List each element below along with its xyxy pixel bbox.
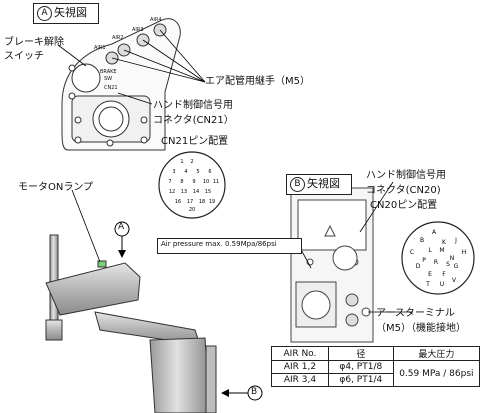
pin-label: 7 <box>168 179 171 185</box>
pointer-b-letter: B <box>251 387 258 397</box>
screw-icons-a <box>68 64 148 147</box>
pin-label: 12 <box>169 189 175 195</box>
cell-diameter: φ4, PT1/8 <box>327 360 394 374</box>
air-fitting-icons-a <box>105 23 167 65</box>
header-max-pressure: 最大圧力 <box>392 346 480 361</box>
air-spec-table: AIR No. 径 最大圧力 AIR 1,2 φ4, PT1/8 0.59 MP… <box>271 346 480 387</box>
motor-lamp-label: モータONランプ <box>18 182 94 193</box>
cell-max-pressure: 0.59 MPa / 86psi <box>392 360 480 387</box>
table-row: AIR 3,4 φ6, PT1/4 <box>271 373 480 387</box>
pin-label: K <box>442 239 447 246</box>
motor-lamp-leader <box>71 189 101 263</box>
cn20-pin-title: CN20ピン配置 <box>370 200 438 211</box>
air-fitting-label: エア配管用継手（M5） <box>205 76 310 87</box>
pin-label: 16 <box>175 199 181 205</box>
pin-label: 11 <box>213 179 219 185</box>
pin-label: R <box>434 259 438 266</box>
pin-label: B <box>420 237 424 244</box>
pin-label: E <box>428 271 432 278</box>
pin-label: 20 <box>189 207 195 213</box>
pin-label: 8 <box>180 179 183 185</box>
pin-label: N <box>450 255 455 262</box>
pointer-a-arrow <box>114 221 130 258</box>
cn21-pin-title: CN21ピン配置 <box>161 136 229 147</box>
pin-label: D <box>416 263 421 270</box>
pin-label: 17 <box>187 199 193 205</box>
pin-label: J <box>454 237 457 244</box>
header-air-no: AIR No. <box>271 346 329 361</box>
air3-label: AIR3 <box>132 27 144 33</box>
cn21-text: CN21 <box>104 85 118 91</box>
view-b-leaders <box>359 181 413 313</box>
earth-terminal-label: アースターミナル （M5）（機能接地） <box>376 308 466 334</box>
robot-arm-drawing <box>45 234 217 413</box>
view-b-panel-drawing <box>290 187 374 343</box>
cell-air-no: AIR 1,2 <box>271 360 329 374</box>
pin-label: 10 <box>203 179 209 185</box>
pin-label: P <box>422 257 426 264</box>
brake-switch-label: ブレーキ解除 スイッチ <box>4 37 64 62</box>
pin-label: 6 <box>208 169 211 175</box>
pin-label: H <box>462 249 467 256</box>
pin-label: 4 <box>184 169 187 175</box>
view-b-title: 矢視図 <box>307 177 340 190</box>
pin-label: A <box>432 229 437 236</box>
cell-diameter: φ6, PT1/4 <box>327 373 394 387</box>
hand-signal-label-cn21: ハンド制御信号用 コネクタ(CN21） <box>153 100 234 126</box>
air2-label: AIR2 <box>112 35 124 41</box>
pin-label: 1 <box>180 159 183 165</box>
pin-label: 15 <box>205 189 211 195</box>
brake-text: BRAKE <box>100 69 117 75</box>
pin-label: C <box>410 249 414 256</box>
cn21-connector-face <box>158 151 226 219</box>
pressure-note-text: Air pressure max. 0.59Mpa/86psi <box>161 240 277 248</box>
sw-text: SW <box>104 76 113 82</box>
air1-label: AIR1 <box>94 45 106 51</box>
pointer-a-letter: A <box>118 222 125 232</box>
pin-label: M <box>439 247 444 254</box>
view-b-circle-letter: B <box>290 177 305 192</box>
view-a-panel-drawing <box>61 18 181 151</box>
view-a-leaders <box>57 29 206 105</box>
cn20-connector-face <box>401 221 475 295</box>
pin-label: F <box>442 271 446 278</box>
view-a-circle-letter: A <box>37 6 52 21</box>
pin-label: U <box>440 281 444 288</box>
pin-label: 18 <box>199 199 205 205</box>
pin-label: T <box>425 281 430 288</box>
pin-label: S <box>446 261 450 268</box>
pointer-b-arrow <box>221 385 263 401</box>
pin-label: 9 <box>192 179 195 185</box>
pin-label: 14 <box>193 189 199 195</box>
pin-label: G <box>454 263 459 270</box>
pin-label: V <box>452 277 457 284</box>
pin-label: 19 <box>209 199 215 205</box>
hand-signal-label-cn20: ハンド制御信号用 コネクタ(CN20) <box>366 170 446 196</box>
pin-label: 13 <box>181 189 187 195</box>
pressure-note-box <box>157 238 302 254</box>
air4-label: AIR4 <box>150 17 162 23</box>
table-header-row: AIR No. 径 最大圧力 <box>271 346 480 361</box>
cell-air-no: AIR 3,4 <box>271 373 329 387</box>
pin-label: 2 <box>190 159 193 165</box>
header-diameter: 径 <box>327 346 394 361</box>
pin-label: 3 <box>172 169 175 175</box>
table-row: AIR 1,2 φ4, PT1/8 0.59 MPa / 86psi <box>271 360 480 387</box>
view-a-title: 矢視図 <box>54 6 87 19</box>
pin-label: L <box>428 247 432 254</box>
pin-label: 5 <box>196 169 199 175</box>
